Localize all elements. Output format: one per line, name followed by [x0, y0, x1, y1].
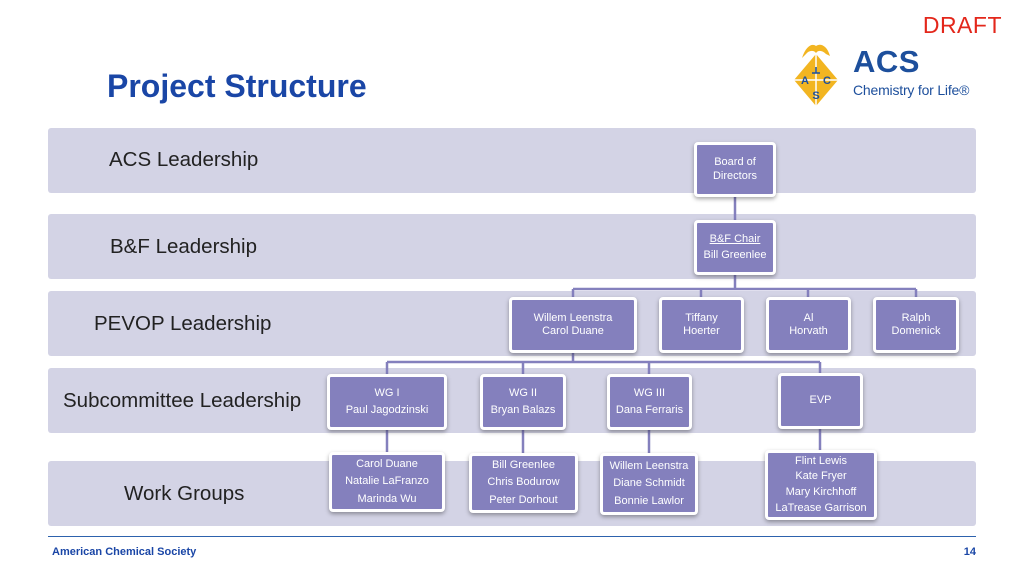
- band-acs-leadership: ACS Leadership: [48, 128, 976, 193]
- band-label: ACS Leadership: [109, 148, 259, 171]
- acs-seal-icon: A C S: [794, 44, 838, 106]
- node-line: Willem Leenstra: [533, 311, 613, 324]
- seal-letter-s: S: [812, 90, 819, 102]
- node-line: Peter Dorhout: [489, 493, 558, 506]
- band-label: Subcommittee Leadership: [63, 389, 302, 412]
- node-line: WG III: [633, 386, 666, 399]
- node-line: Domenick: [891, 325, 941, 337]
- node-workgroup-3: Willem Leenstra Diane Schmidt Bonnie Law…: [600, 453, 698, 515]
- node-line: Diane Schmidt: [613, 477, 685, 490]
- logo-wordmark: ACS: [853, 44, 920, 79]
- node-wg-iii: WG III Dana Ferraris: [607, 374, 692, 430]
- node-pevop-ralph: Ralph Domenick: [873, 297, 959, 353]
- node-line: Flint Lewis: [795, 454, 847, 467]
- node-line: Dana Ferraris: [615, 404, 684, 416]
- node-bf-chair: B&F Chair Bill Greenlee: [694, 220, 776, 275]
- node-line: Marinda Wu: [357, 492, 417, 505]
- node-line: EVP: [809, 394, 832, 407]
- node-line: Directors: [712, 169, 757, 182]
- node-line: Chris Bodurow: [487, 476, 560, 489]
- node-line: Natalie LaFranzo: [345, 475, 429, 488]
- node-line: Carol Duane: [356, 458, 418, 471]
- node-line: Bill Greenlee: [703, 248, 767, 261]
- node-line: Willem Leenstra: [609, 460, 689, 473]
- node-line: B&F Chair: [709, 232, 761, 245]
- node-line: Hoerter: [683, 325, 720, 337]
- band-label: B&F Leadership: [110, 235, 258, 258]
- node-line: Carol Duane: [542, 325, 604, 337]
- node-wg-ii: WG II Bryan Balazs: [480, 374, 566, 430]
- page-title: Project Structure: [107, 68, 367, 104]
- node-wg-i: WG I Paul Jagodzinski: [327, 374, 447, 430]
- acs-logo: A C S ACS Chemistry for Life®: [782, 40, 992, 112]
- node-workgroup-1: Carol Duane Natalie LaFranzo Marinda Wu: [329, 452, 445, 512]
- node-workgroup-2: Bill Greenlee Chris Bodurow Peter Dorhou…: [469, 453, 578, 513]
- node-pevop-al: Al Horvath: [766, 297, 851, 353]
- node-evp: EVP: [778, 373, 863, 429]
- node-line: Bryan Balazs: [490, 404, 556, 416]
- seal-letter-a: A: [801, 75, 809, 87]
- node-line: Bill Greenlee: [492, 459, 555, 472]
- node-line: Mary Kirchhoff: [785, 486, 857, 498]
- node-line: Tiffany: [685, 311, 718, 324]
- band-bf-leadership: B&F Leadership: [48, 214, 976, 279]
- node-line: LaTrease Garrison: [775, 501, 867, 514]
- node-line: Horvath: [789, 325, 828, 337]
- footer-divider: [48, 536, 976, 537]
- node-line: Paul Jagodzinski: [345, 404, 429, 416]
- node-pevop-tiffany: Tiffany Hoerter: [659, 297, 744, 353]
- node-line: Board of: [714, 156, 756, 169]
- page-number: 14: [963, 546, 976, 558]
- node-line: WG II: [508, 386, 538, 399]
- band-label: Work Groups: [124, 482, 245, 505]
- node-line: Ralph: [901, 311, 931, 324]
- node-line: Kate Fryer: [795, 470, 847, 483]
- node-pevop-willem-carol: Willem Leenstra Carol Duane: [509, 297, 637, 353]
- band-label: PEVOP Leadership: [94, 312, 272, 335]
- draft-label: DRAFT: [922, 12, 1002, 38]
- node-board-of-directors: Board of Directors: [694, 142, 776, 197]
- footer-organization: American Chemical Society: [52, 546, 197, 558]
- logo-tagline: Chemistry for Life®: [853, 82, 970, 98]
- node-line: Al: [803, 311, 814, 324]
- node-workgroup-evp: Flint Lewis Kate Fryer Mary Kirchhoff La…: [765, 450, 877, 520]
- seal-letter-c: C: [823, 75, 831, 87]
- node-line: WG I: [374, 386, 400, 399]
- node-line: Bonnie Lawlor: [614, 494, 684, 507]
